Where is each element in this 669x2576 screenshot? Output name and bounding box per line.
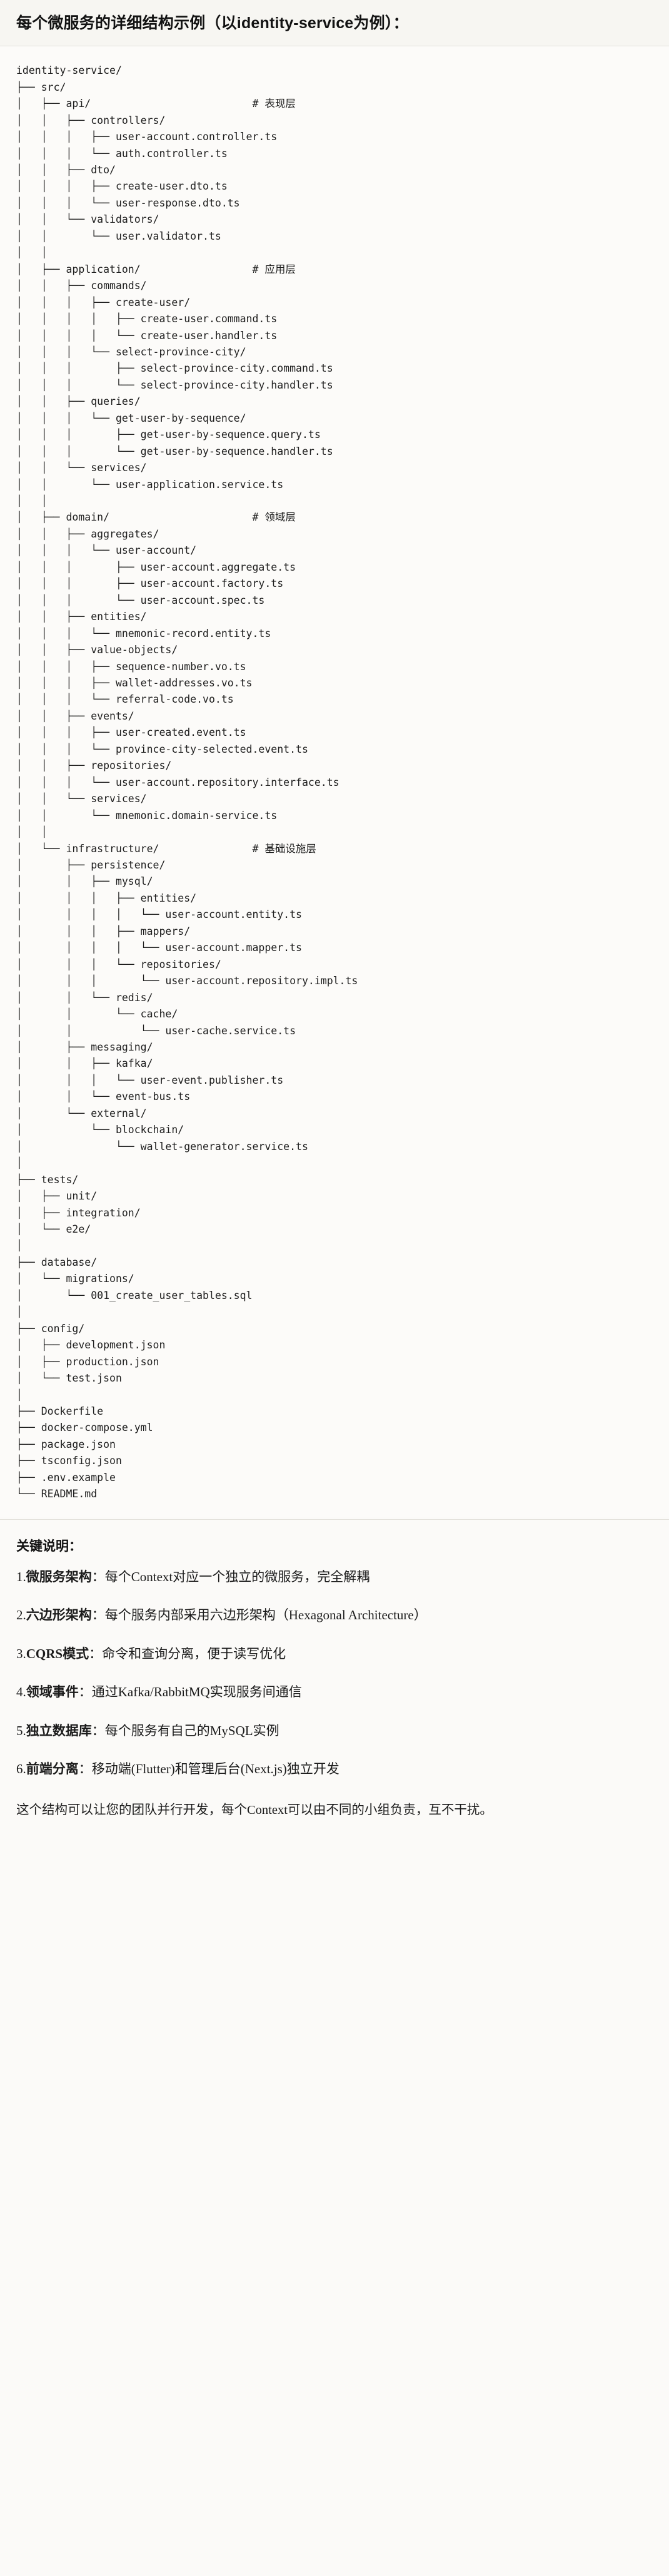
note-term: CQRS模式 — [26, 1646, 89, 1661]
note-description: ：通过Kafka/RabbitMQ实现服务间通信 — [78, 1684, 302, 1700]
note-item: 3.CQRS模式：命令和查询分离，便于读写优化 — [16, 1644, 653, 1664]
note-term: 领域事件 — [26, 1684, 79, 1700]
directory-tree: identity-service/ ├── src/ │ ├── api/ # … — [16, 64, 358, 1500]
note-term: 前端分离 — [26, 1761, 79, 1777]
note-item: 1.微服务架构：每个Context对应一个独立的微服务，完全解耦 — [16, 1567, 653, 1587]
note-item: 6.前端分离：移动端(Flutter)和管理后台(Next.js)独立开发 — [16, 1759, 653, 1779]
note-item: 4.领域事件：通过Kafka/RabbitMQ实现服务间通信 — [16, 1683, 653, 1703]
note-index: 5. — [16, 1723, 26, 1738]
note-description: ：每个服务有自己的MySQL实例 — [91, 1723, 279, 1738]
note-index: 6. — [16, 1761, 26, 1777]
note-description: ：每个服务内部采用六边形架构（Hexagonal Architecture） — [91, 1607, 427, 1623]
directory-tree-block: identity-service/ ├── src/ │ ├── api/ # … — [0, 46, 669, 1517]
note-item: 5.独立数据库：每个服务有自己的MySQL实例 — [16, 1721, 653, 1741]
note-term: 独立数据库 — [26, 1723, 92, 1738]
key-notes-title: 关键说明： — [16, 1539, 82, 1554]
key-notes-section: 关键说明： 1.微服务架构：每个Context对应一个独立的微服务，完全解耦 2… — [0, 1519, 669, 1831]
note-index: 4. — [16, 1684, 26, 1700]
closing-paragraph: 这个结构可以让您的团队并行开发，每个Context可以由不同的小组负责，互不干扰… — [16, 1803, 493, 1817]
note-item: 2.六边形架构：每个服务内部采用六边形架构（Hexagonal Architec… — [16, 1606, 653, 1626]
page-title: 每个微服务的详细结构示例（以identity-service为例）： — [16, 14, 409, 32]
note-index: 2. — [16, 1607, 26, 1623]
note-index: 3. — [16, 1646, 26, 1661]
note-description: ：每个Context对应一个独立的微服务，完全解耦 — [91, 1569, 370, 1584]
document-header: 每个微服务的详细结构示例（以identity-service为例）： — [0, 0, 669, 47]
note-term: 六边形架构 — [26, 1607, 92, 1623]
note-description: ：命令和查询分离，便于读写优化 — [89, 1646, 286, 1661]
note-description: ：移动端(Flutter)和管理后台(Next.js)独立开发 — [78, 1761, 340, 1777]
note-index: 1. — [16, 1569, 26, 1584]
note-term: 微服务架构 — [26, 1569, 92, 1584]
